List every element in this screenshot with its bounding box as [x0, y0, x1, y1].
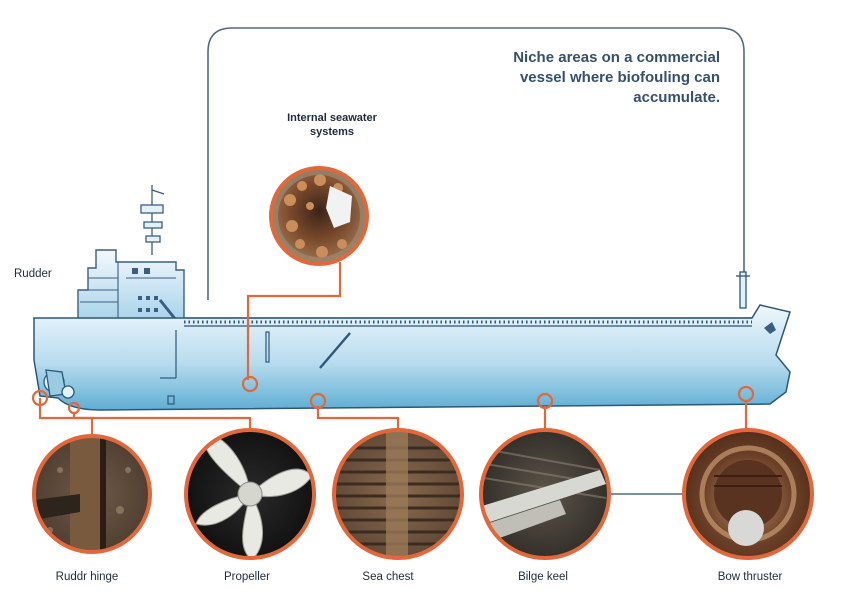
- title-line-2: vessel where biofouling can: [519, 69, 720, 86]
- radar-mast: [140, 185, 165, 255]
- location-markers: [31, 375, 755, 415]
- marker-rudder: [31, 389, 49, 407]
- callout-frame: [207, 27, 745, 300]
- marker-bilge: [536, 392, 554, 410]
- deck-rail: [184, 317, 752, 327]
- label-sea-chest: Sea chest: [362, 571, 414, 583]
- label-rudder: Rudder: [14, 268, 52, 280]
- label-propeller: Propeller: [223, 571, 271, 583]
- label-internal-seawater: Internal seawater systems: [262, 111, 402, 139]
- connector-lines: [38, 262, 748, 436]
- photo-sea-chest: [332, 428, 464, 560]
- ship-illustration: [33, 185, 791, 411]
- photo-bilge-keel: [479, 428, 611, 560]
- title-line-1: Niche areas on a commercial: [513, 49, 720, 66]
- diagram-title: Niche areas on a commercial vessel where…: [470, 48, 720, 108]
- marker-sea-chest: [309, 392, 327, 410]
- stern-gear: [43, 369, 75, 399]
- hull: [33, 304, 791, 411]
- title-line-3: accumulate.: [633, 89, 720, 106]
- marker-internal: [241, 375, 259, 393]
- photo-propeller: [184, 428, 316, 560]
- label-bow-thruster: Bow thruster: [717, 571, 783, 583]
- photo-internal-seawater: [269, 166, 369, 266]
- label-rudder-hinge: Ruddr hinge: [55, 571, 119, 583]
- marker-bow: [737, 385, 755, 403]
- label-internal-line-1: Internal seawater: [287, 112, 377, 124]
- label-bilge-keel: Bilge keel: [518, 571, 568, 583]
- label-internal-line-2: systems: [309, 126, 355, 138]
- photo-rudder-hinge: [32, 434, 152, 554]
- photo-bow-thruster: [682, 428, 814, 560]
- marker-propeller: [67, 401, 81, 415]
